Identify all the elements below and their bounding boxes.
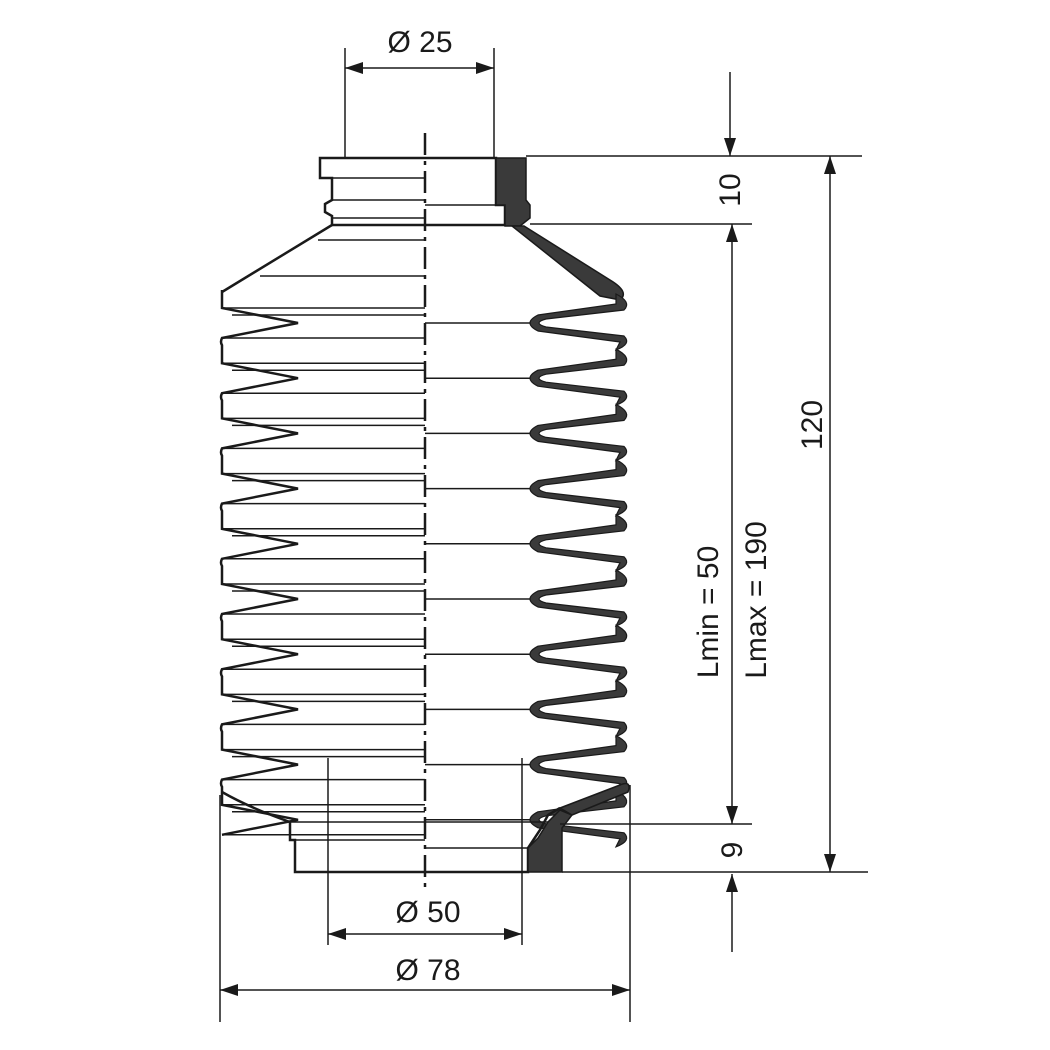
- convolution-section: [529, 789, 628, 848]
- convolution-section: [529, 734, 628, 793]
- bottom-inner-diameter-label: Ø 50: [395, 896, 460, 929]
- arrow-right: [476, 62, 494, 74]
- dim-overall-length: 120: [562, 156, 868, 873]
- top-collar: [318, 156, 531, 227]
- top-diameter-label: Ø 25: [387, 26, 452, 59]
- lmax-label: Lmax = 190: [740, 521, 773, 679]
- dim-free-length: Lmin = 50 Lmax = 190: [560, 224, 773, 825]
- bellows-convolutions: [219, 290, 628, 848]
- top-collar-section: [495, 157, 531, 227]
- overall-length-label: 120: [796, 400, 829, 450]
- dim-bottom-collar-height: 9: [716, 842, 749, 952]
- top-collar-height-label: 10: [714, 173, 747, 206]
- bottom-collar-height-label: 9: [716, 842, 749, 859]
- lmin-label: Lmin = 50: [692, 546, 725, 679]
- bottom-collar-section: [527, 809, 574, 873]
- convolution-section: [529, 293, 628, 352]
- dim-bottom-inner-diameter: Ø 50: [327, 872, 523, 945]
- convolution-section: [529, 348, 628, 407]
- upper-cone: [221, 223, 625, 301]
- dim-top-diameter: Ø 25: [344, 26, 495, 158]
- convolution-section: [529, 679, 628, 738]
- dim-top-collar-height: 10: [526, 72, 862, 225]
- convolution-section: [529, 569, 628, 628]
- convolution-section: [529, 624, 628, 683]
- upper-cone-section: [509, 225, 625, 301]
- convolution-section: [529, 458, 628, 517]
- convolution-section: [529, 513, 628, 572]
- outer-diameter-label: Ø 78: [395, 954, 460, 987]
- convolution-section: [529, 403, 628, 462]
- arrow-left: [345, 62, 363, 74]
- bottom-collar: [221, 758, 630, 874]
- dim-outer-diameter: Ø 78: [219, 785, 631, 1022]
- lower-cone-section: [558, 782, 630, 816]
- bellows-outline: [219, 290, 299, 837]
